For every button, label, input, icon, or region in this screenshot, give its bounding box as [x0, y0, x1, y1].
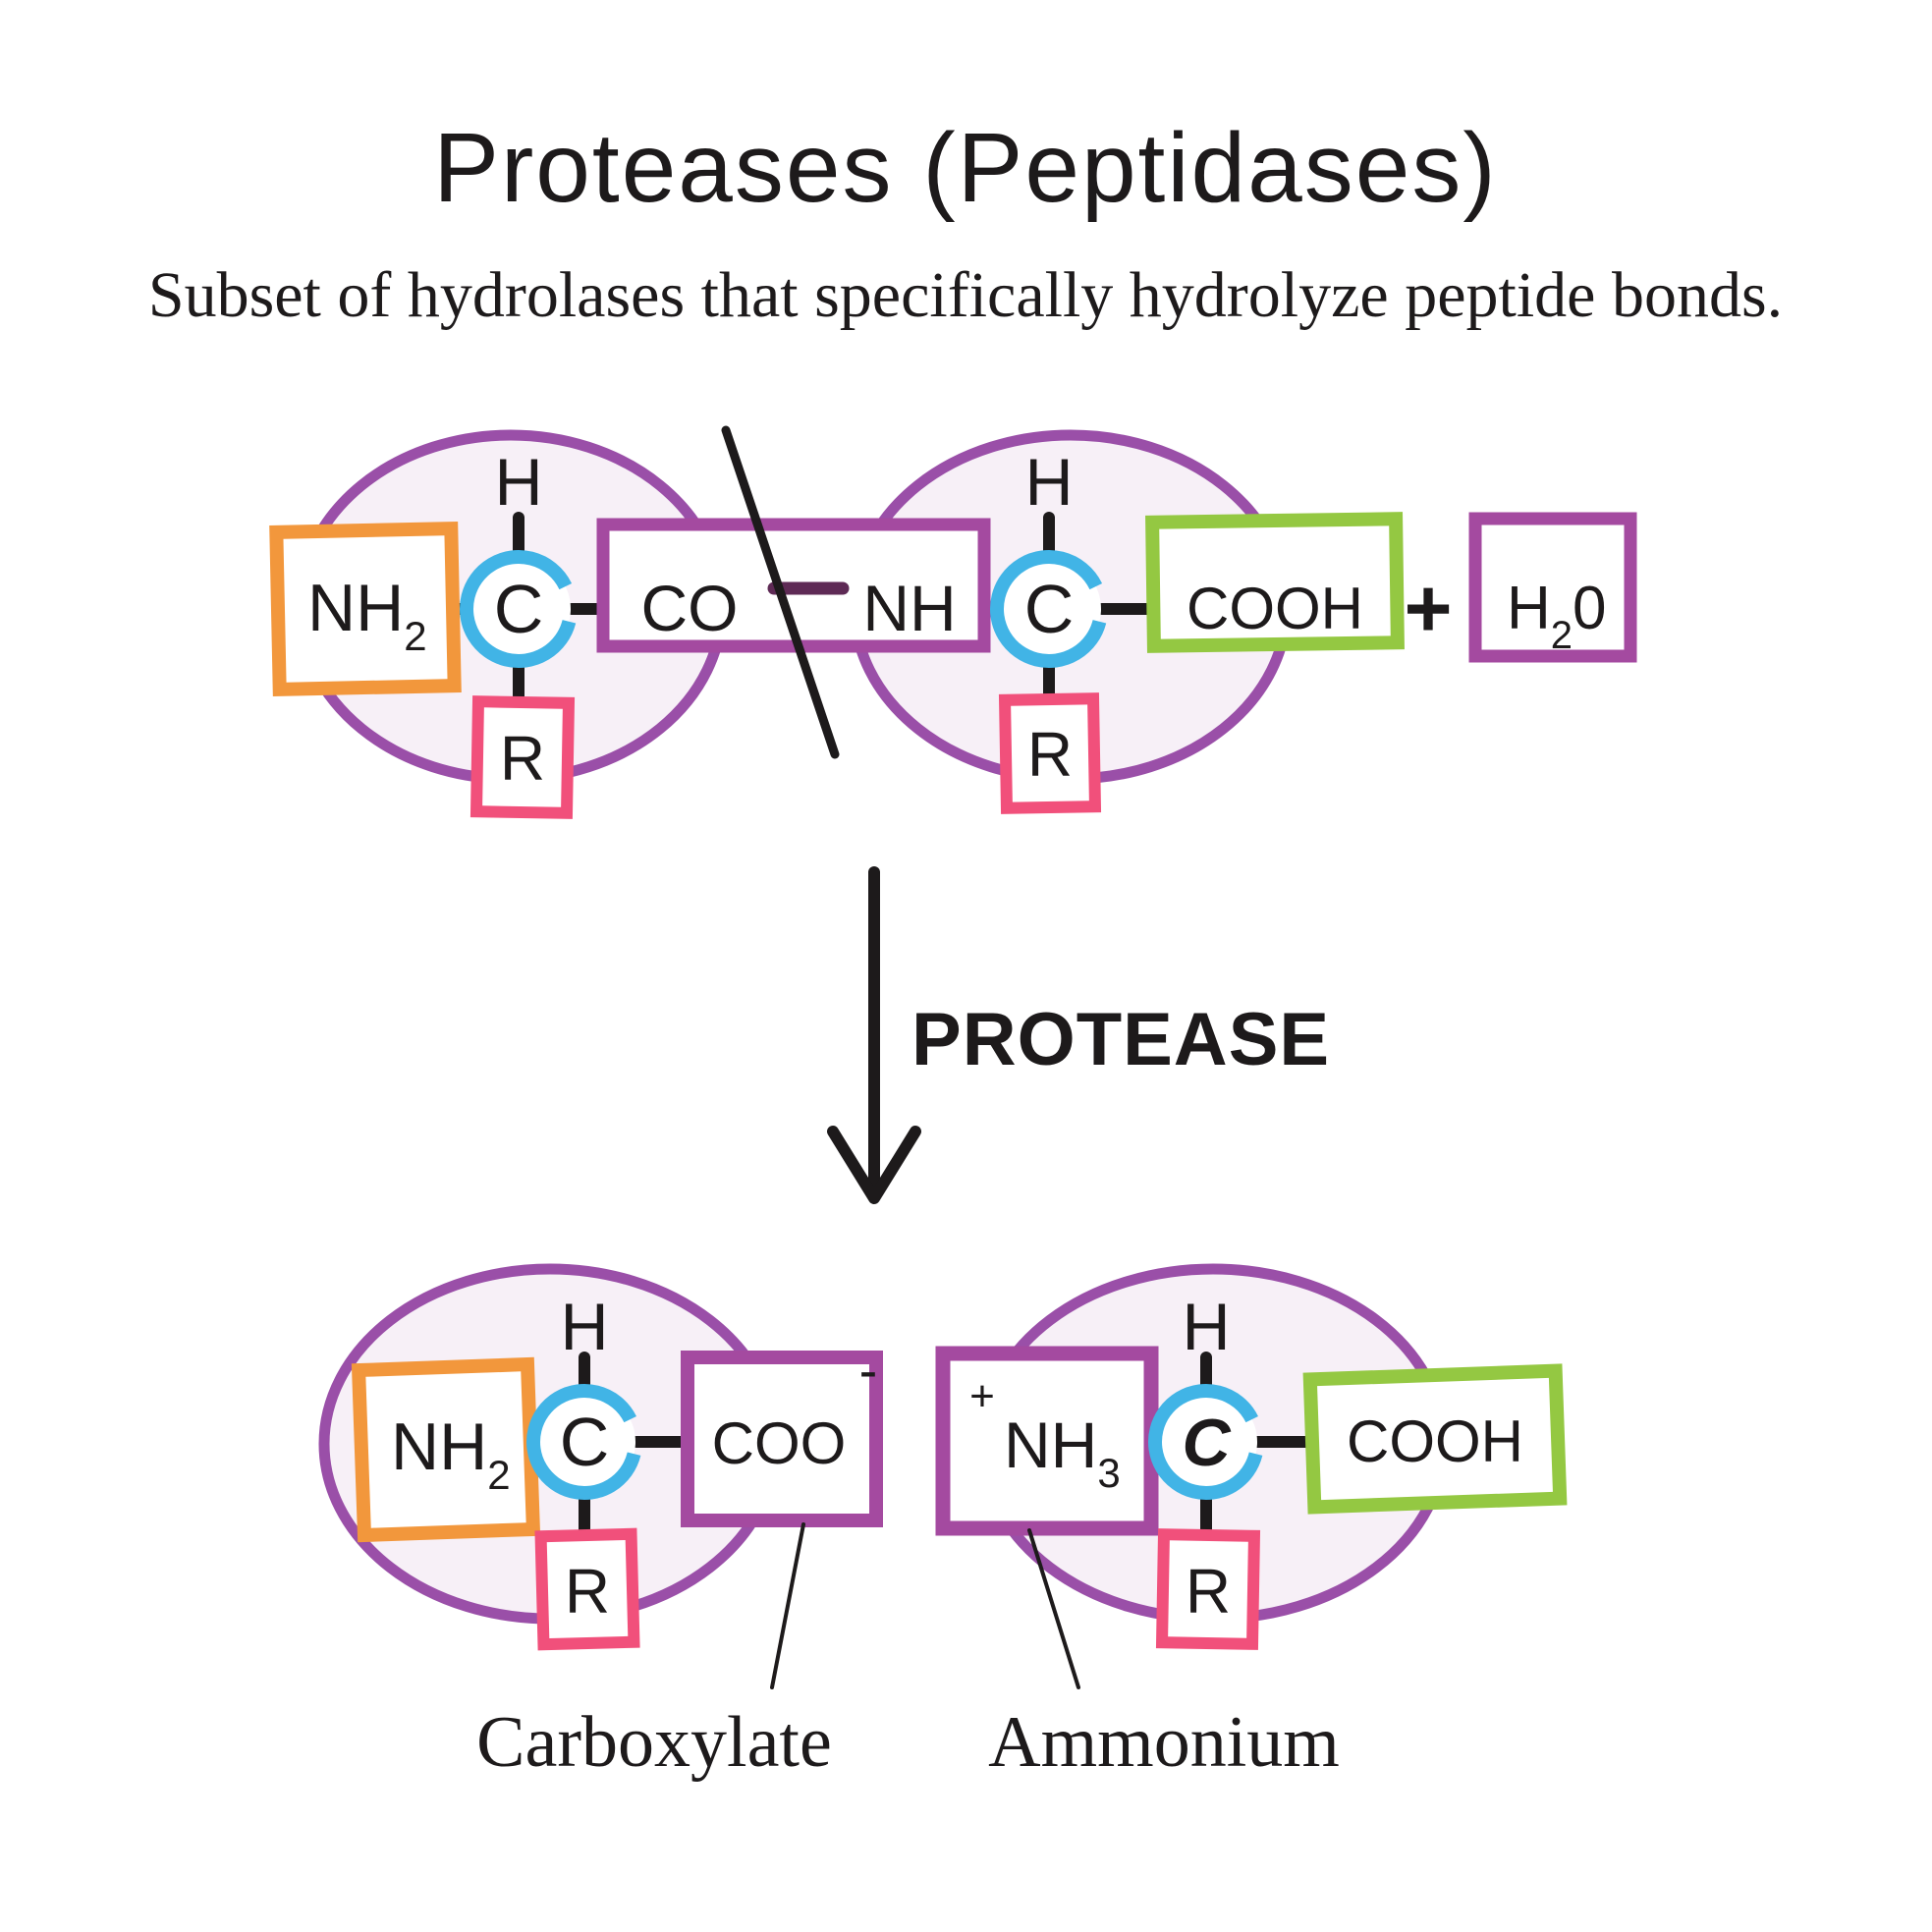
- substrate-dipeptide: H C NH2 CO NH H C COOH R R + H20: [269, 425, 1637, 819]
- water-label: H20: [1507, 575, 1607, 657]
- carboxyl-box-product: [1302, 1363, 1568, 1515]
- caption-carboxylate: Carboxylate: [476, 1702, 832, 1783]
- ammonium-box: [935, 1346, 1159, 1536]
- hydrogen-label-product-right: H: [1182, 1290, 1230, 1364]
- alpha-carbon-circle-left: [460, 550, 578, 668]
- page-subtitle: Subset of hydrolases that specifically h…: [148, 259, 1783, 331]
- alpha-carbon-label-product-right: C: [1182, 1406, 1231, 1480]
- alpha-carbon-label-left: C: [494, 571, 544, 647]
- hydrogen-label-left: H: [494, 445, 542, 520]
- product-carboxylate: H C NH2 COO - R Carboxylate: [318, 1263, 883, 1783]
- side-chain-box-product-left: [534, 1527, 640, 1651]
- amine-box: [269, 522, 462, 696]
- ammonium-plus-charge: +: [969, 1372, 995, 1420]
- side-chain-box-left: [469, 695, 576, 819]
- carbonyl-label: CO: [641, 572, 739, 644]
- protease-label: PROTEASE: [911, 998, 1330, 1081]
- page-title: Proteases (Peptidases): [433, 113, 1497, 223]
- ammonium-label: NH3: [1004, 1408, 1121, 1496]
- ammonium-callout-line: [1027, 1528, 1080, 1689]
- side-chain-box-product-right: [1155, 1528, 1261, 1650]
- down-arrow-head: [827, 1126, 921, 1204]
- header: Proteases (Peptidases) Subset of hydrola…: [148, 113, 1783, 331]
- carboxyl-box: [1145, 512, 1405, 653]
- carboxylate-callout-line: [770, 1522, 805, 1689]
- water-box: [1468, 512, 1637, 663]
- amide-label: NH: [862, 572, 956, 644]
- amine-label-product: NH2: [391, 1409, 511, 1498]
- product-ammonium: H C + NH3 COOH R Ammonium: [935, 1263, 1568, 1783]
- side-chain-label-product-right: R: [1186, 1556, 1231, 1627]
- side-chain-label-left: R: [500, 723, 545, 794]
- side-chain-label-product-left: R: [565, 1556, 610, 1627]
- alpha-carbon-label-right: C: [1024, 571, 1075, 647]
- plus-sign: +: [1404, 562, 1452, 654]
- carboxylate-box: [681, 1351, 883, 1527]
- alpha-carbon-circle-product-right: [1148, 1384, 1264, 1500]
- alpha-carbon-label-product-left: C: [560, 1404, 610, 1480]
- carboxyl-label-product: COOH: [1347, 1408, 1523, 1474]
- carboxylate-label: COO: [712, 1410, 847, 1476]
- hydrogen-label-right: H: [1024, 445, 1073, 520]
- caption-ammonium: Ammonium: [988, 1702, 1340, 1783]
- cleavage-slash-icon: [721, 425, 840, 759]
- carboxylate-minus-charge: -: [859, 1339, 878, 1401]
- alpha-carbon-circle-product-left: [526, 1384, 642, 1500]
- amine-label: NH2: [307, 571, 427, 659]
- protease-reaction-arrow: PROTEASE: [827, 866, 1330, 1204]
- side-chain-box-right: [998, 692, 1102, 814]
- carboxyl-label: COOH: [1187, 576, 1363, 641]
- hydrogen-label-product-left: H: [560, 1290, 608, 1364]
- side-chain-label-right: R: [1027, 719, 1073, 790]
- alpha-carbon-circle-right: [990, 550, 1108, 668]
